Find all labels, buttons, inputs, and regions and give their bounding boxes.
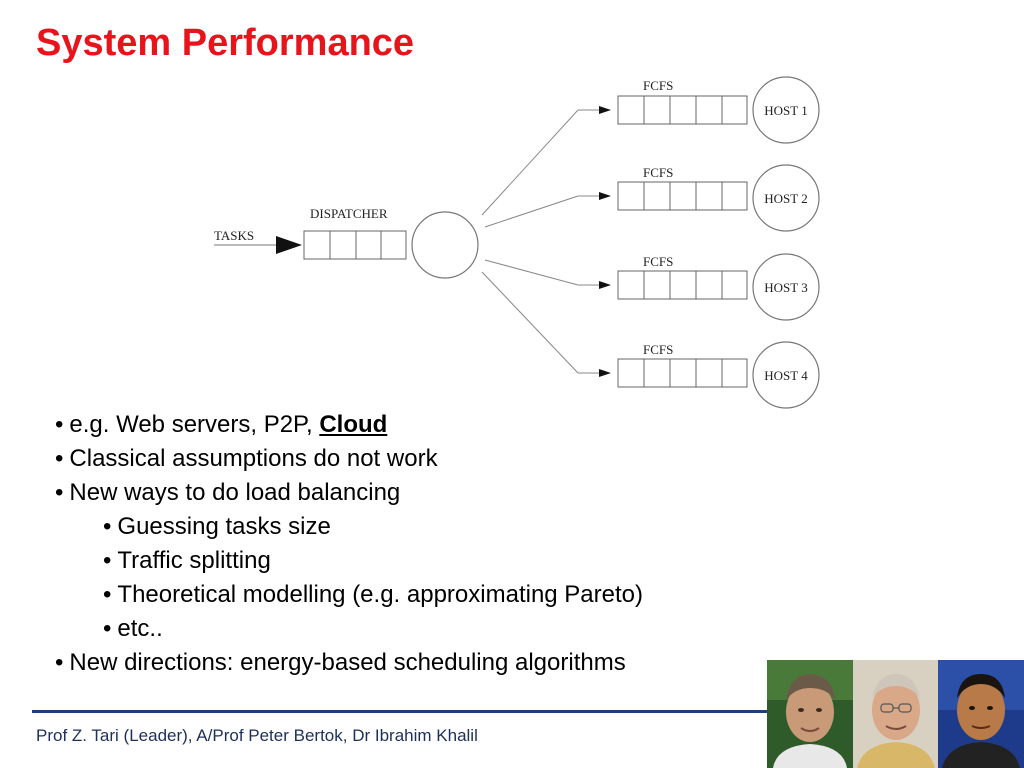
bullet-text: Guessing tasks size (117, 513, 331, 540)
bullet-glyph: • (103, 513, 112, 540)
bullet-glyph: • (55, 445, 64, 472)
fcfs-queue (617, 270, 748, 300)
host-label: HOST 1 (764, 103, 807, 118)
bullet-item: •New directions: energy-based scheduling… (55, 646, 643, 680)
host-node (752, 76, 820, 144)
sub-bullet-item: •Traffic splitting (55, 544, 643, 578)
fcfs-label: FCFS (643, 342, 673, 357)
tasks-arrow-head (276, 236, 302, 254)
bullet-glyph: • (103, 615, 112, 642)
host-node (752, 253, 820, 321)
host-label: HOST 2 (764, 191, 807, 206)
dispatch-lines (481, 109, 603, 374)
cloud-emphasis: Cloud (319, 411, 388, 438)
bullet-glyph: • (55, 411, 64, 438)
portrait-photo (938, 660, 1024, 768)
fcfs-queue (617, 358, 748, 388)
bullet-item: •e.g. Web servers, P2P, Cloud (55, 408, 643, 442)
slide-title: System Performance (36, 22, 415, 64)
fcfs-label: FCFS (643, 254, 673, 269)
dispatcher-node (411, 211, 479, 279)
footer-rule (32, 710, 792, 713)
bullet-text: Traffic splitting (117, 547, 271, 574)
dispatcher-queue (303, 230, 407, 260)
bullet-text: New ways to do load balancing (69, 479, 401, 506)
host-branch-3: FCFS HOST 3 (617, 253, 820, 321)
footer-credits: Prof Z. Tari (Leader), A/Prof Peter Bert… (36, 726, 478, 745)
bullet-item: •Classical assumptions do not work (55, 442, 643, 476)
team-photos (767, 660, 1024, 768)
bullet-text: e.g. Web servers, P2P, (69, 411, 320, 438)
bullet-text: etc.. (117, 615, 163, 642)
sub-bullet-item: •etc.. (55, 612, 643, 646)
bullet-text: Theoretical modelling (e.g. approximatin… (117, 581, 644, 608)
bullet-list: •e.g. Web servers, P2P, Cloud •Classical… (55, 408, 643, 680)
sub-bullet-item: •Guessing tasks size (55, 510, 643, 544)
bullet-glyph: • (55, 479, 64, 506)
portrait-photo (852, 660, 939, 768)
host-branch-4: FCFS HOST 4 (617, 341, 820, 409)
host-branch-2: FCFS HOST 2 (617, 164, 820, 232)
sub-bullet-item: •Theoretical modelling (e.g. approximati… (55, 578, 643, 612)
host-label: HOST 3 (764, 280, 807, 295)
dispatcher-label: DISPATCHER (310, 206, 388, 221)
host-branch-1: FCFS HOST 1 (617, 76, 820, 144)
fcfs-queue (617, 95, 748, 125)
bullet-text: New directions: energy-based scheduling … (69, 649, 626, 676)
bullet-text: Classical assumptions do not work (69, 445, 438, 472)
dispatcher-diagram: TASKS DISPATCHER FCFS HOST 1 (214, 76, 820, 409)
dispatch-arrowheads (599, 106, 611, 377)
bullet-glyph: • (103, 581, 112, 608)
fcfs-label: FCFS (643, 165, 673, 180)
fcfs-queue (617, 181, 748, 211)
fcfs-label: FCFS (643, 78, 673, 93)
tasks-label: TASKS (214, 228, 254, 243)
bullet-glyph: • (55, 649, 64, 676)
host-label: HOST 4 (764, 368, 808, 383)
bullet-item: •New ways to do load balancing (55, 476, 643, 510)
bullet-glyph: • (103, 547, 112, 574)
portrait-photo (767, 660, 853, 768)
host-node (752, 164, 820, 232)
host-node (752, 341, 820, 409)
